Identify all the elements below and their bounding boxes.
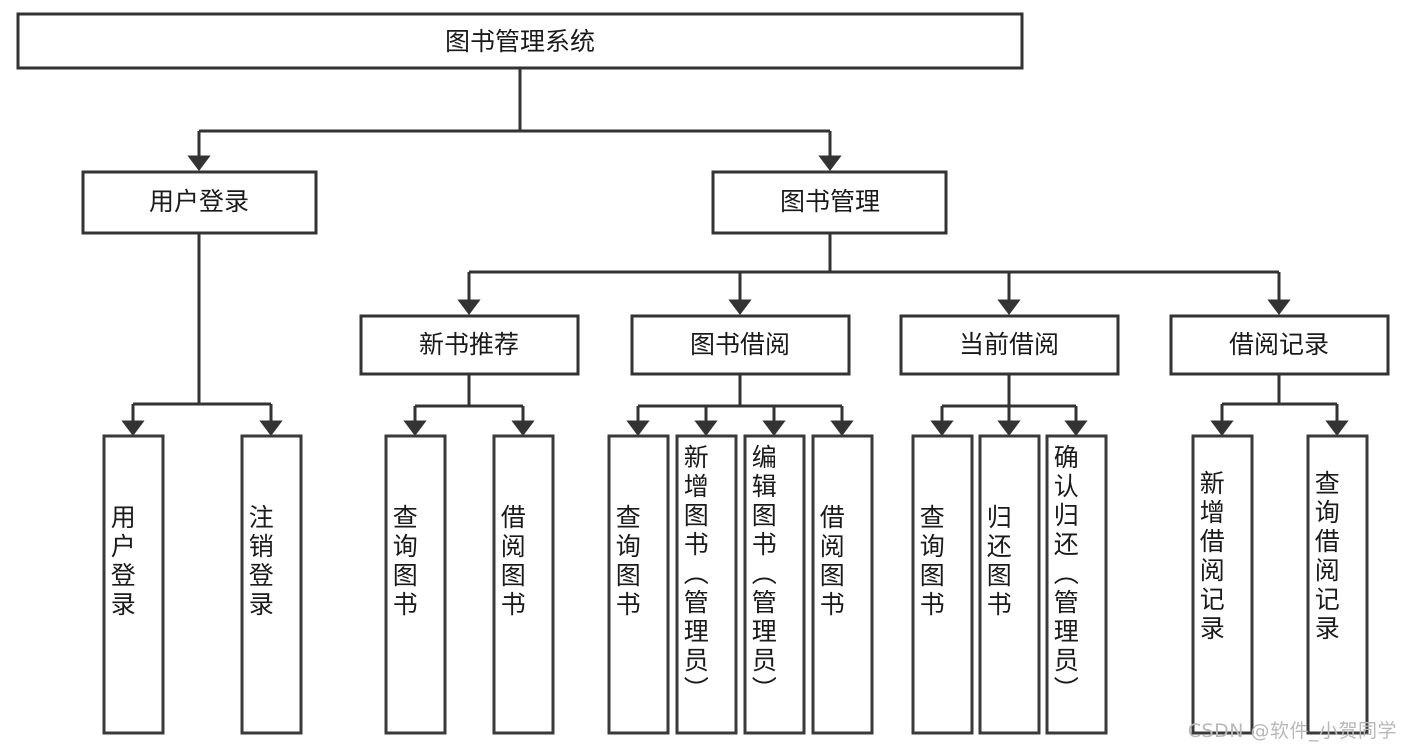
node-box-borrow-record[interactable] xyxy=(1169,314,1390,376)
node-box-leaf-query-book-2[interactable] xyxy=(607,434,670,735)
node-box-leaf-edit-book[interactable] xyxy=(743,434,806,735)
node-box-leaf-confirm-return[interactable] xyxy=(1045,434,1108,735)
node-box-leaf-borrow-book-2[interactable] xyxy=(811,434,874,735)
node-box-book-management[interactable] xyxy=(711,170,948,235)
node-box-leaf-query-record[interactable] xyxy=(1306,434,1369,735)
node-box-leaf-borrow-book-1[interactable] xyxy=(492,434,555,735)
connector-layer xyxy=(121,68,1349,436)
node-layer: 图书管理系统 用户登录 图书管理 新书推荐 图书借阅 当前借阅 借阅记录 xyxy=(16,12,1390,735)
node-box-leaf-query-book-1[interactable] xyxy=(384,434,447,735)
node-box-leaf-add-book[interactable] xyxy=(675,434,738,735)
node-box-current-borrow[interactable] xyxy=(899,314,1120,376)
node-label-book-management: 图书管理 xyxy=(780,187,880,216)
node-box-leaf-add-record[interactable] xyxy=(1191,434,1254,735)
node-label-borrow-record: 借阅记录 xyxy=(1229,330,1329,359)
node-box-leaf-user-login[interactable] xyxy=(102,434,165,735)
node-label-new-book-recommend: 新书推荐 xyxy=(419,330,519,359)
node-box-leaf-return-book[interactable] xyxy=(978,434,1041,735)
node-label-user-login: 用户登录 xyxy=(149,187,249,216)
node-box-leaf-user-logout[interactable] xyxy=(240,434,303,735)
node-label-current-borrow: 当前借阅 xyxy=(959,330,1059,359)
node-box-root[interactable] xyxy=(16,12,1024,70)
node-box-book-borrow[interactable] xyxy=(630,314,851,376)
node-box-new-book-recommend[interactable] xyxy=(359,314,580,376)
node-box-leaf-query-book-3[interactable] xyxy=(911,434,974,735)
node-label-book-borrow: 图书借阅 xyxy=(690,330,790,359)
node-box-user-login[interactable] xyxy=(81,170,318,235)
csdn-watermark: CSDN @软件_小贺同学 xyxy=(1187,720,1397,742)
node-label-root: 图书管理系统 xyxy=(445,27,595,56)
